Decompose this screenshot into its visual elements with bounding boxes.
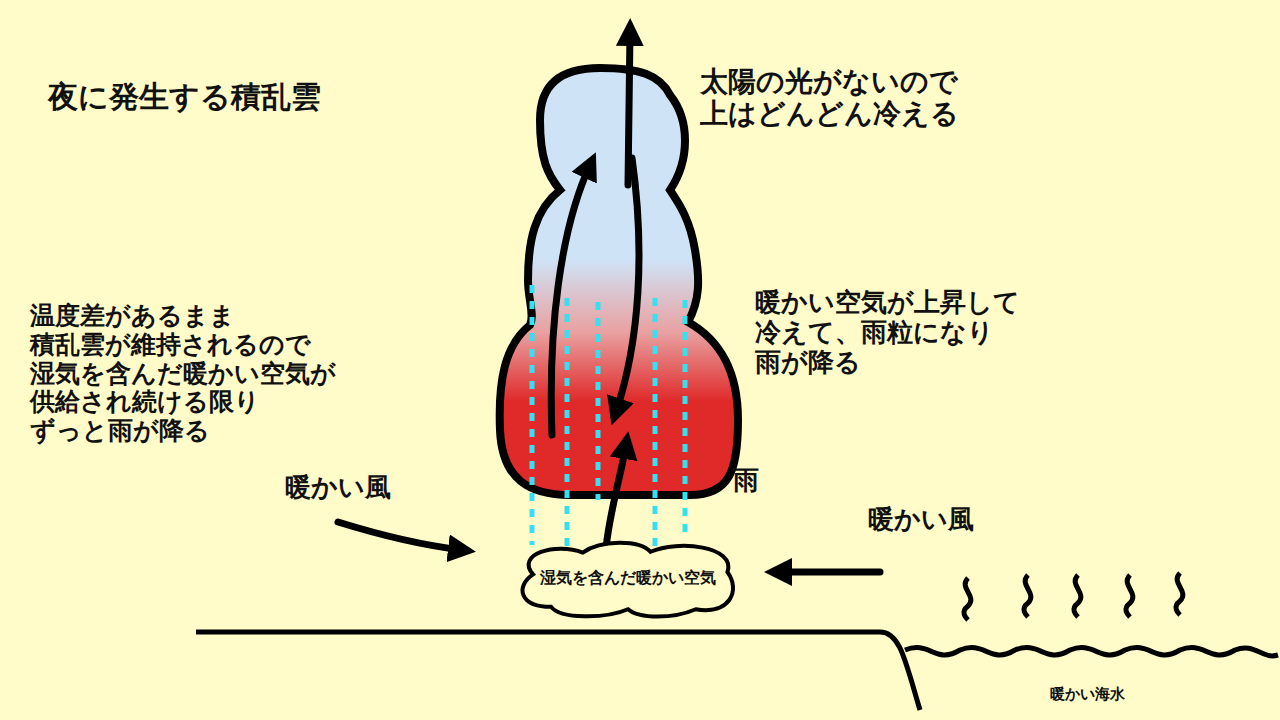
humid-air-cloud: 湿気を含んだ暖かい空気 <box>515 538 741 619</box>
cumulonimbus-cloud <box>500 68 738 495</box>
heat-waves <box>964 573 1183 620</box>
note-text: 太陽の光がないので 上はどんどん冷える <box>700 66 959 130</box>
puff-shape <box>523 542 734 616</box>
node-text: 湿気を含んだ暖かい空気 <box>540 568 716 589</box>
sea-label: 暖かい海水 <box>1050 686 1125 703</box>
rain-label: 雨 <box>733 466 759 496</box>
note-text: 温度差があるまま 積乱雲が維持されるので 湿気を含んだ暖かい空気が 供給され続け… <box>30 302 336 446</box>
wind-label: 暖かい風 <box>868 505 974 535</box>
ground-and-coast <box>196 632 920 710</box>
wind-label: 暖かい風 <box>285 473 391 503</box>
diagram-title: 夜に発生する積乱雲 <box>48 80 321 115</box>
note-text: 暖かい空気が上昇して 冷えて、雨粒になり 雨が降る <box>755 288 1020 378</box>
sea-surface <box>905 648 1278 656</box>
